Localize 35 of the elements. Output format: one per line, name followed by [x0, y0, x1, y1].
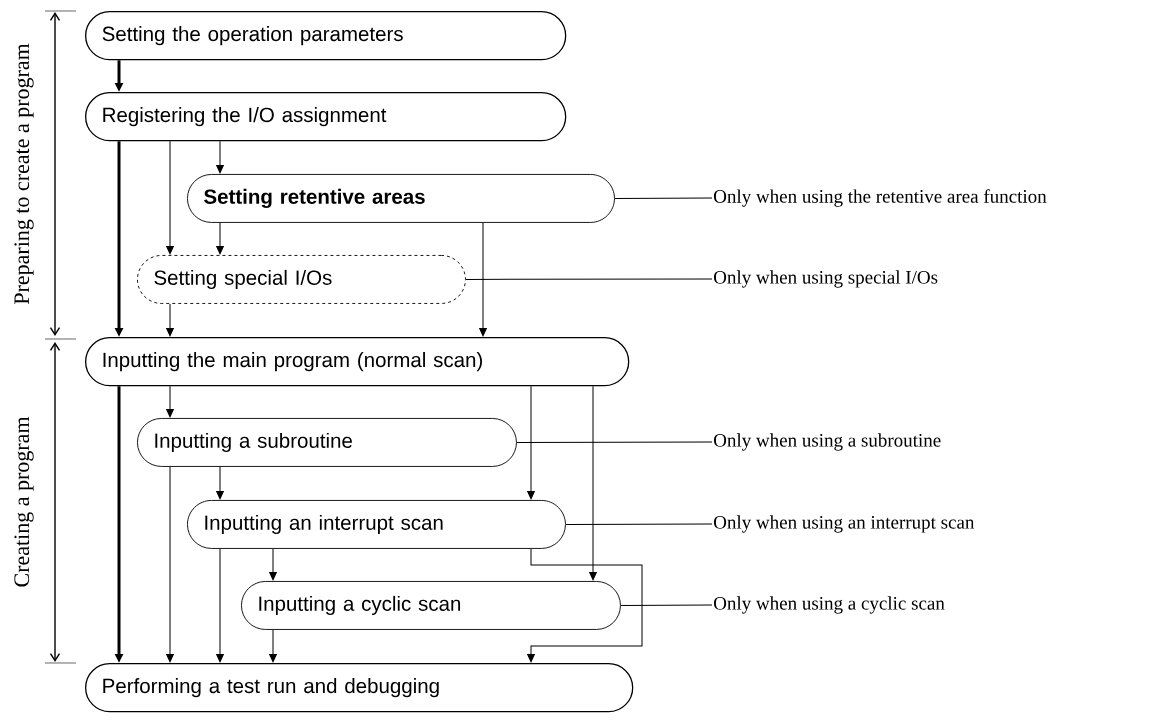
process-box: Inputting the main program (normal scan) — [85, 337, 630, 387]
note-text: Only when using a subroutine — [714, 433, 941, 451]
arrow — [216, 466, 224, 500]
process-box: Performing a test run and debugging — [85, 663, 634, 713]
leader-line — [614, 197, 713, 199]
arrow — [527, 548, 643, 663]
process-box: Registering the I/O assignment — [85, 92, 567, 142]
arrow — [166, 140, 174, 255]
note-text: Only when using special I/Os — [714, 270, 938, 288]
arrow — [479, 222, 487, 337]
arrow — [166, 385, 174, 418]
note-text: Only when using the retentive area function — [714, 189, 1047, 207]
arrow — [269, 629, 277, 663]
process-box: Inputting a subroutine — [137, 418, 517, 467]
leader-line — [620, 604, 713, 606]
side-label: Preparing to create a program — [14, 43, 34, 305]
process-box: Setting special I/Os — [137, 255, 466, 304]
note-text: Only when using a cyclic scan — [714, 596, 945, 614]
side-label: Creating a program — [14, 416, 34, 587]
arrow — [166, 303, 174, 337]
arrow — [527, 385, 535, 500]
process-box: Setting the operation parameters — [85, 11, 567, 61]
process-box: Setting retentive areas — [187, 174, 615, 223]
arrow — [216, 548, 224, 663]
leader-line — [465, 278, 713, 280]
arrow — [216, 222, 224, 255]
process-box: Inputting an interrupt scan — [187, 500, 566, 549]
leader-line — [565, 523, 713, 525]
note-text: Only when using an interrupt scan — [714, 515, 975, 533]
arrow — [269, 548, 277, 581]
arrow — [166, 466, 174, 663]
leader-line — [516, 441, 713, 443]
arrow — [589, 385, 597, 581]
arrow — [216, 140, 224, 174]
process-box: Inputting a cyclic scan — [241, 581, 621, 630]
